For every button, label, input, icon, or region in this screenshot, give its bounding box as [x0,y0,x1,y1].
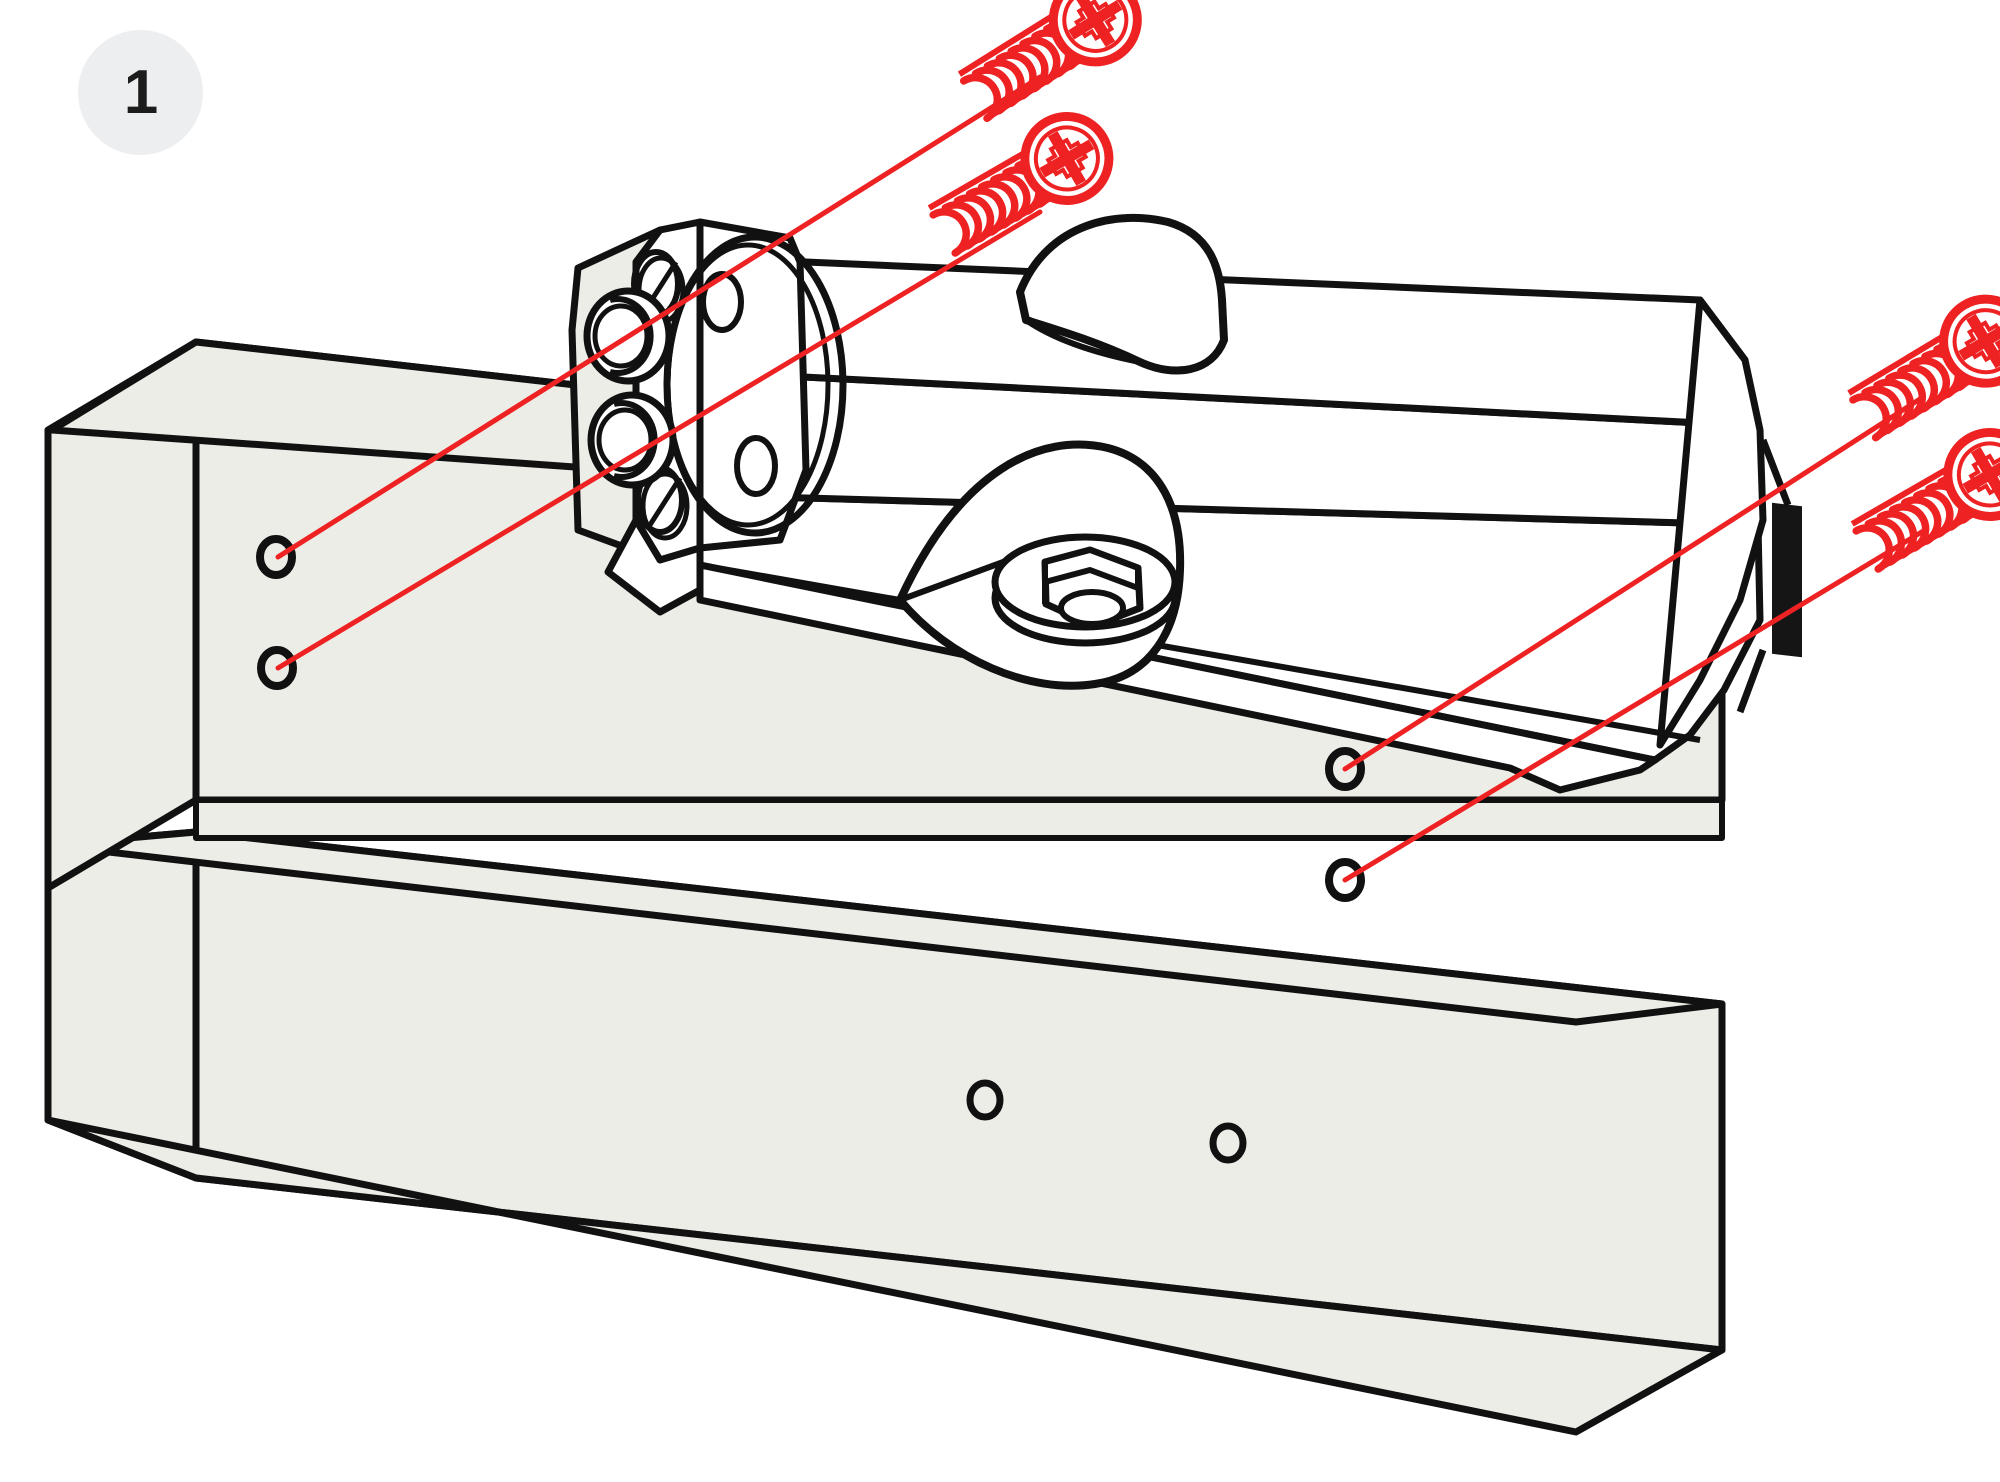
hole-header-left-2 [257,646,297,690]
guide-line-2 [275,209,1043,671]
screw-right-1 [1841,284,2000,452]
closer-spindle-assembly [896,440,1185,690]
header-left-mounting-holes [256,535,297,690]
end-cap-bolt-lower [587,391,677,489]
door-panel [44,828,1726,1436]
hole-header-right-2 [1325,858,1365,902]
closer-arm-lug-upper [1016,213,1228,375]
guide-line-3 [1342,396,1923,772]
hole-door-1 [966,1079,1004,1121]
hole-door-2 [1209,1122,1247,1164]
door-closer-body [568,213,1802,794]
hole-header-right-1 [1325,747,1365,791]
door-panel-mounting-holes [966,1079,1247,1164]
bolt-hole-upper [700,271,744,333]
header-right-mounting-holes [1325,747,1365,902]
step-number-badge: 1 [78,30,203,155]
guide-line-4 [1342,527,1928,883]
step-number-label: 1 [123,57,158,127]
alignment-guide-lines [275,74,1928,883]
guide-line-1 [275,74,1043,560]
bolt-hole-lower [734,435,778,497]
screw-right-2 [1844,417,2000,583]
hole-header-left-1 [256,535,296,579]
